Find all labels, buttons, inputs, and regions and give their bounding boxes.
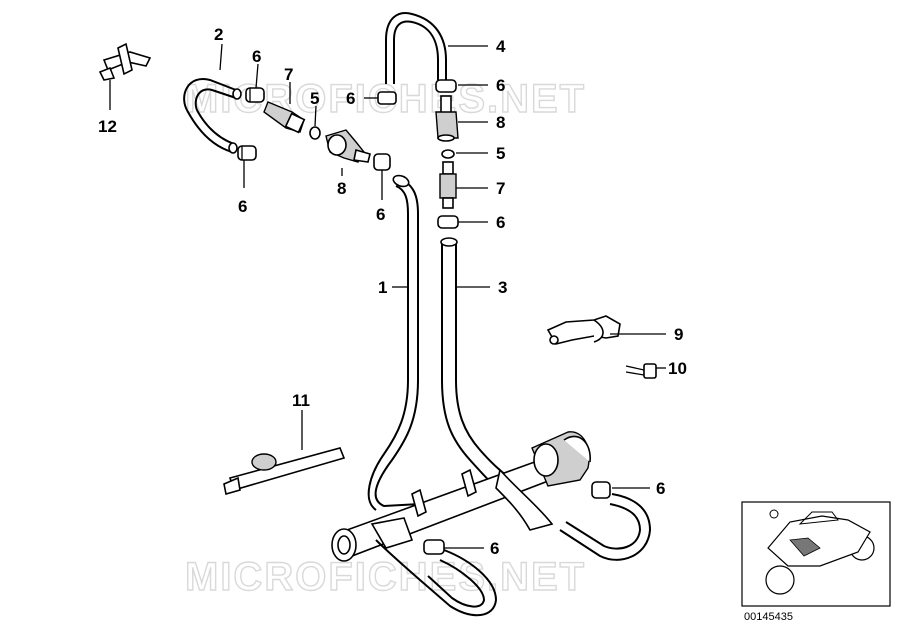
part-3-hose: [441, 242, 501, 491]
part-2-hose-inner: [194, 88, 237, 145]
part-5-oring-right: [441, 149, 455, 159]
watermark-bottom: MICROFICHES.NET: [185, 555, 586, 599]
clamp-6-f: [437, 215, 459, 229]
motorcycle-thumbnail: [741, 501, 891, 607]
part-1-hose-inner: [367, 185, 409, 511]
clamp-6-c: [373, 153, 391, 171]
part-9-bracket: [546, 315, 621, 345]
callout-8: 8: [337, 179, 346, 198]
leader-lines: [109, 43, 666, 549]
part-4-hose: [385, 12, 447, 84]
callout-6: 6: [496, 76, 505, 95]
part-10-bolt: [625, 363, 657, 379]
return-hose-bottom-inner: [427, 559, 486, 608]
part-5-oring-left: [309, 126, 321, 140]
clamp-6-h: [423, 539, 445, 555]
callout-12: 12: [98, 117, 117, 136]
part-1-hose: [374, 177, 421, 508]
callout-1: 1: [378, 278, 387, 297]
clamp-6-b: [237, 145, 257, 161]
callout-6: 6: [238, 197, 247, 216]
callout-10: 10: [668, 359, 687, 378]
return-hose-right-inner: [565, 503, 642, 550]
part-2-hose: [183, 77, 237, 153]
part-12-clip: [98, 42, 152, 81]
part-7-valve-left: [263, 101, 306, 134]
diagram-reference-number: 00145435: [744, 611, 793, 623]
callout-5: 5: [310, 89, 319, 108]
callout-11: 11: [292, 391, 310, 410]
hose-1-end: [392, 174, 410, 188]
callout-9: 9: [674, 325, 683, 344]
callout-7: 7: [284, 65, 293, 84]
callout-6: 6: [656, 479, 665, 498]
part-8-tpiece-left: [325, 129, 371, 163]
return-hose-right: [559, 493, 652, 561]
callout-6: 6: [496, 213, 505, 232]
callout-2: 2: [214, 25, 223, 44]
hose-2-end-bottom: [228, 142, 238, 154]
callout-6: 6: [376, 205, 385, 224]
hose-3-end: [440, 237, 458, 247]
return-hose-bottom: [375, 539, 498, 617]
callout-8: 8: [496, 113, 505, 132]
callout-3: 3: [498, 278, 507, 297]
part-4-hose-inner: [393, 20, 439, 84]
part-7-valve-right: [439, 161, 457, 209]
callout-7: 7: [496, 179, 505, 198]
callout-6: 6: [346, 89, 355, 108]
callout-6: 6: [490, 539, 499, 558]
clamp-6-e: [377, 91, 397, 105]
clamp-6-g: [591, 481, 611, 499]
callout-6: 6: [252, 47, 261, 66]
clamp-6-d: [435, 79, 457, 93]
part-11-strip: [223, 447, 346, 496]
clamp-6-a: [245, 87, 265, 103]
callout-4: 4: [496, 37, 506, 56]
part-8-tpiece-right: [435, 95, 459, 142]
callout-5: 5: [496, 144, 505, 163]
hose-2-end-top: [232, 88, 242, 100]
fuel-rail: [331, 431, 591, 562]
